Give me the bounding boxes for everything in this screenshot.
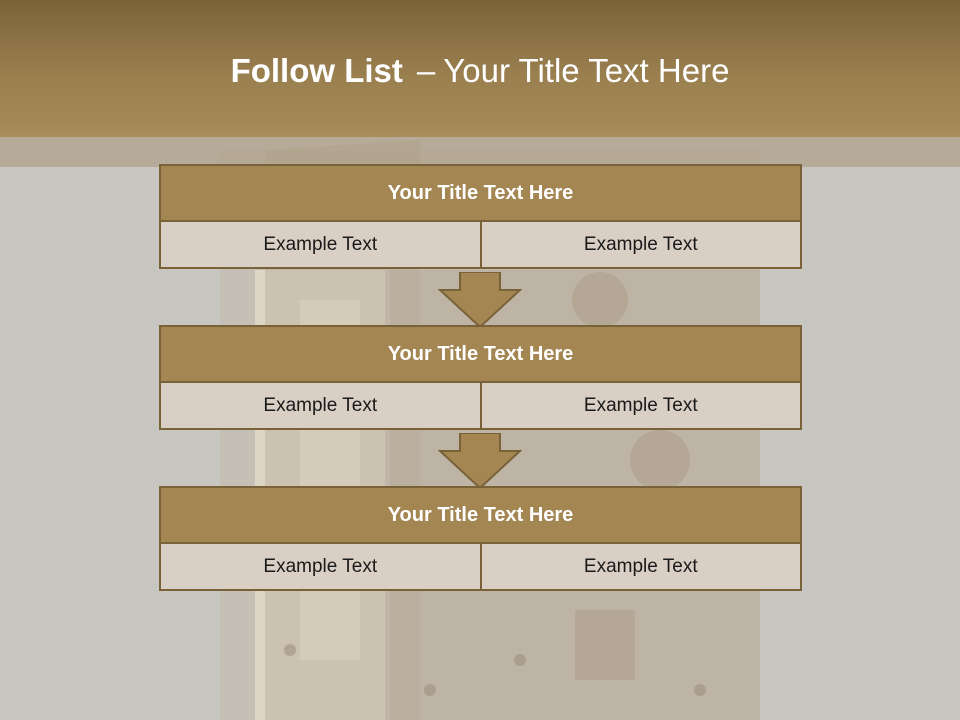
block-cell-right: Example Text xyxy=(479,381,802,430)
block-title: Your Title Text Here xyxy=(159,486,802,544)
block-cell-left: Example Text xyxy=(159,542,482,591)
block-row: Example Text Example Text xyxy=(159,542,802,591)
list-block-3: Your Title Text Here Example Text Exampl… xyxy=(159,486,802,591)
block-cell-left: Example Text xyxy=(159,381,482,430)
title-rest-part: Your Title Text Here xyxy=(443,52,730,89)
block-title: Your Title Text Here xyxy=(159,164,802,222)
block-row: Example Text Example Text xyxy=(159,381,802,430)
block-title: Your Title Text Here xyxy=(159,325,802,383)
block-row: Example Text Example Text xyxy=(159,220,802,269)
block-cell-right: Example Text xyxy=(479,220,802,269)
list-block-1: Your Title Text Here Example Text Exampl… xyxy=(159,164,802,269)
header-strip xyxy=(0,137,960,167)
block-cell-left: Example Text xyxy=(159,220,482,269)
header-bar xyxy=(0,0,960,137)
title-bold-part: Follow List xyxy=(230,52,403,89)
page-title: Follow List–Your Title Text Here xyxy=(0,52,960,90)
block-cell-right: Example Text xyxy=(479,542,802,591)
list-block-2: Your Title Text Here Example Text Exampl… xyxy=(159,325,802,430)
down-arrow-icon xyxy=(438,272,522,328)
title-separator: – xyxy=(416,52,436,89)
down-arrow-icon xyxy=(438,433,522,489)
